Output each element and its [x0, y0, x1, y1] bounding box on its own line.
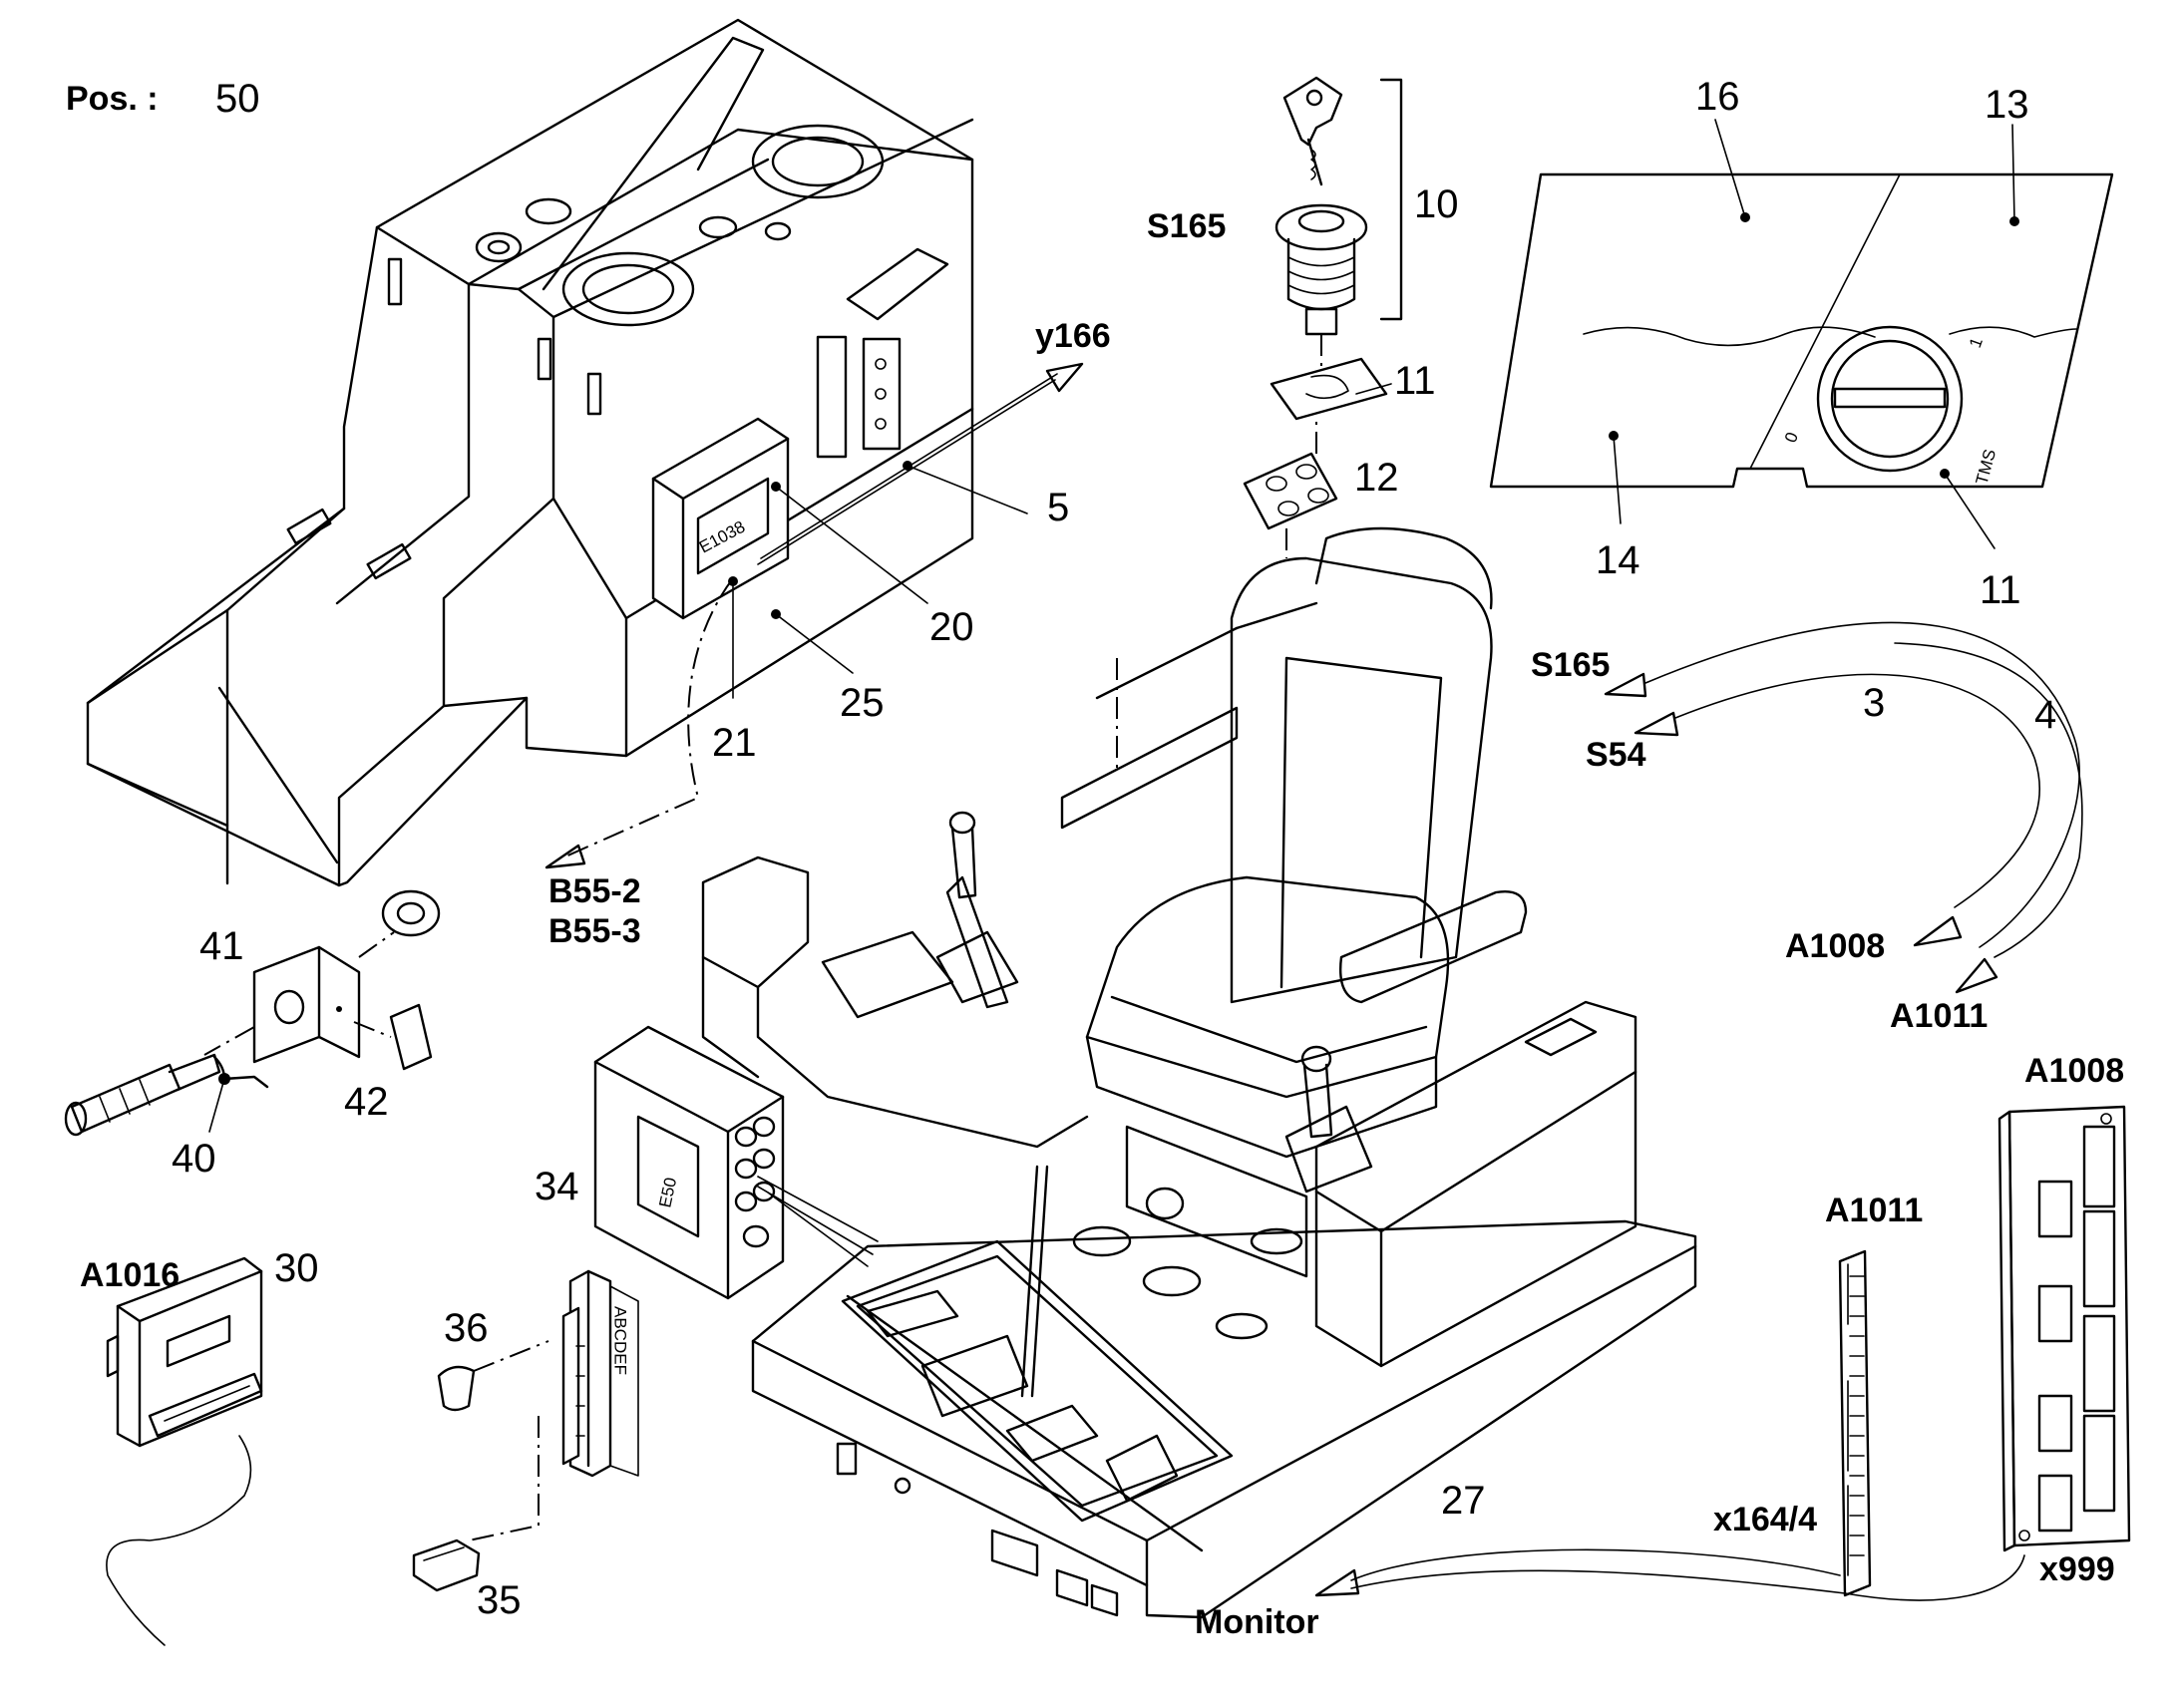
y166-wire [757, 362, 1084, 565]
part-30: 30 [274, 1246, 319, 1290]
a1011-cable-label: A1011 [1890, 997, 1988, 1035]
leader-40 [208, 1078, 225, 1133]
part-34: 34 [535, 1165, 579, 1208]
leader-11b [1944, 473, 1996, 549]
y166-label: y166 [1035, 317, 1111, 355]
leader-5 [907, 465, 1028, 514]
part-36: 36 [444, 1306, 489, 1350]
leader-13 [2011, 124, 2015, 222]
part-10: 10 [1414, 182, 1459, 226]
s165-switch-label: S165 [1147, 207, 1226, 245]
part-13: 13 [1985, 83, 2029, 127]
leader-25 [775, 613, 854, 674]
s165-cable-label: S165 [1531, 646, 1610, 684]
part-42: 42 [344, 1080, 389, 1124]
part-12: 12 [1354, 456, 1399, 500]
part-20: 20 [929, 605, 974, 649]
a1011-board-label: A1011 [1825, 1192, 1923, 1229]
connector-strip: ABCDEF [412, 1269, 639, 1592]
leader-20 [775, 486, 928, 604]
b55-3-label: B55-3 [548, 912, 641, 950]
leader-11a [1355, 383, 1392, 395]
part-35: 35 [477, 1578, 522, 1622]
sensor-assembly [64, 889, 441, 1137]
a1008-arrow [1913, 915, 1963, 947]
x999-label: x999 [2039, 1550, 2115, 1588]
part-14: 14 [1596, 538, 1640, 582]
a1016-module [106, 1256, 263, 1646]
part-16: 16 [1695, 75, 1740, 119]
a1016-label: A1016 [80, 1256, 180, 1294]
part-41: 41 [199, 924, 244, 968]
leader-14 [1613, 435, 1622, 524]
part-40: 40 [172, 1137, 216, 1181]
part-3: 3 [1863, 681, 1885, 725]
connector-letters: ABCDEF [611, 1306, 630, 1375]
part-5: 5 [1047, 486, 1069, 529]
part-27: 27 [1441, 1479, 1486, 1523]
part-11a: 11 [1394, 359, 1436, 403]
operator-cabin [701, 526, 1697, 1619]
pos-one-label: 1 [1966, 335, 1987, 350]
a1011-board [1838, 1249, 1872, 1597]
a1008-cable-label: A1008 [1785, 927, 1885, 965]
key-switch-assembly [1243, 76, 1403, 558]
monitor-cable [1314, 1548, 2025, 1601]
monitor-label: Monitor [1195, 1603, 1319, 1641]
part-25: 25 [840, 681, 885, 725]
console-housing [86, 18, 974, 887]
part-4: 4 [2034, 693, 2056, 737]
s54-arrow [1634, 711, 1679, 737]
e1038-module: E1038 [651, 417, 790, 620]
s165-arrow [1604, 672, 1647, 698]
a1011-arrow [1955, 957, 1998, 994]
b55-dashed-link [562, 577, 734, 858]
b55-arrow [545, 844, 586, 869]
pos-label: Pos. : [66, 80, 159, 118]
part-11b: 11 [1980, 568, 2021, 612]
a1008-board [1998, 1105, 2131, 1552]
cables-3-4 [1644, 621, 2083, 958]
label-plate: TMS 0 1 [1489, 172, 2114, 489]
a1008-board-label: A1008 [2024, 1052, 2124, 1090]
b55-2-label: B55-2 [548, 872, 641, 910]
part-21: 21 [712, 721, 757, 765]
tms-label: TMS [1973, 447, 2000, 487]
leader-16 [1714, 119, 1746, 218]
x164-label: x164/4 [1713, 1501, 1817, 1538]
s54-label: S54 [1586, 736, 1646, 774]
pos-zero-label: 0 [1781, 430, 1802, 445]
e50-box: E50 [593, 1025, 879, 1300]
pos-value: 50 [215, 77, 260, 121]
